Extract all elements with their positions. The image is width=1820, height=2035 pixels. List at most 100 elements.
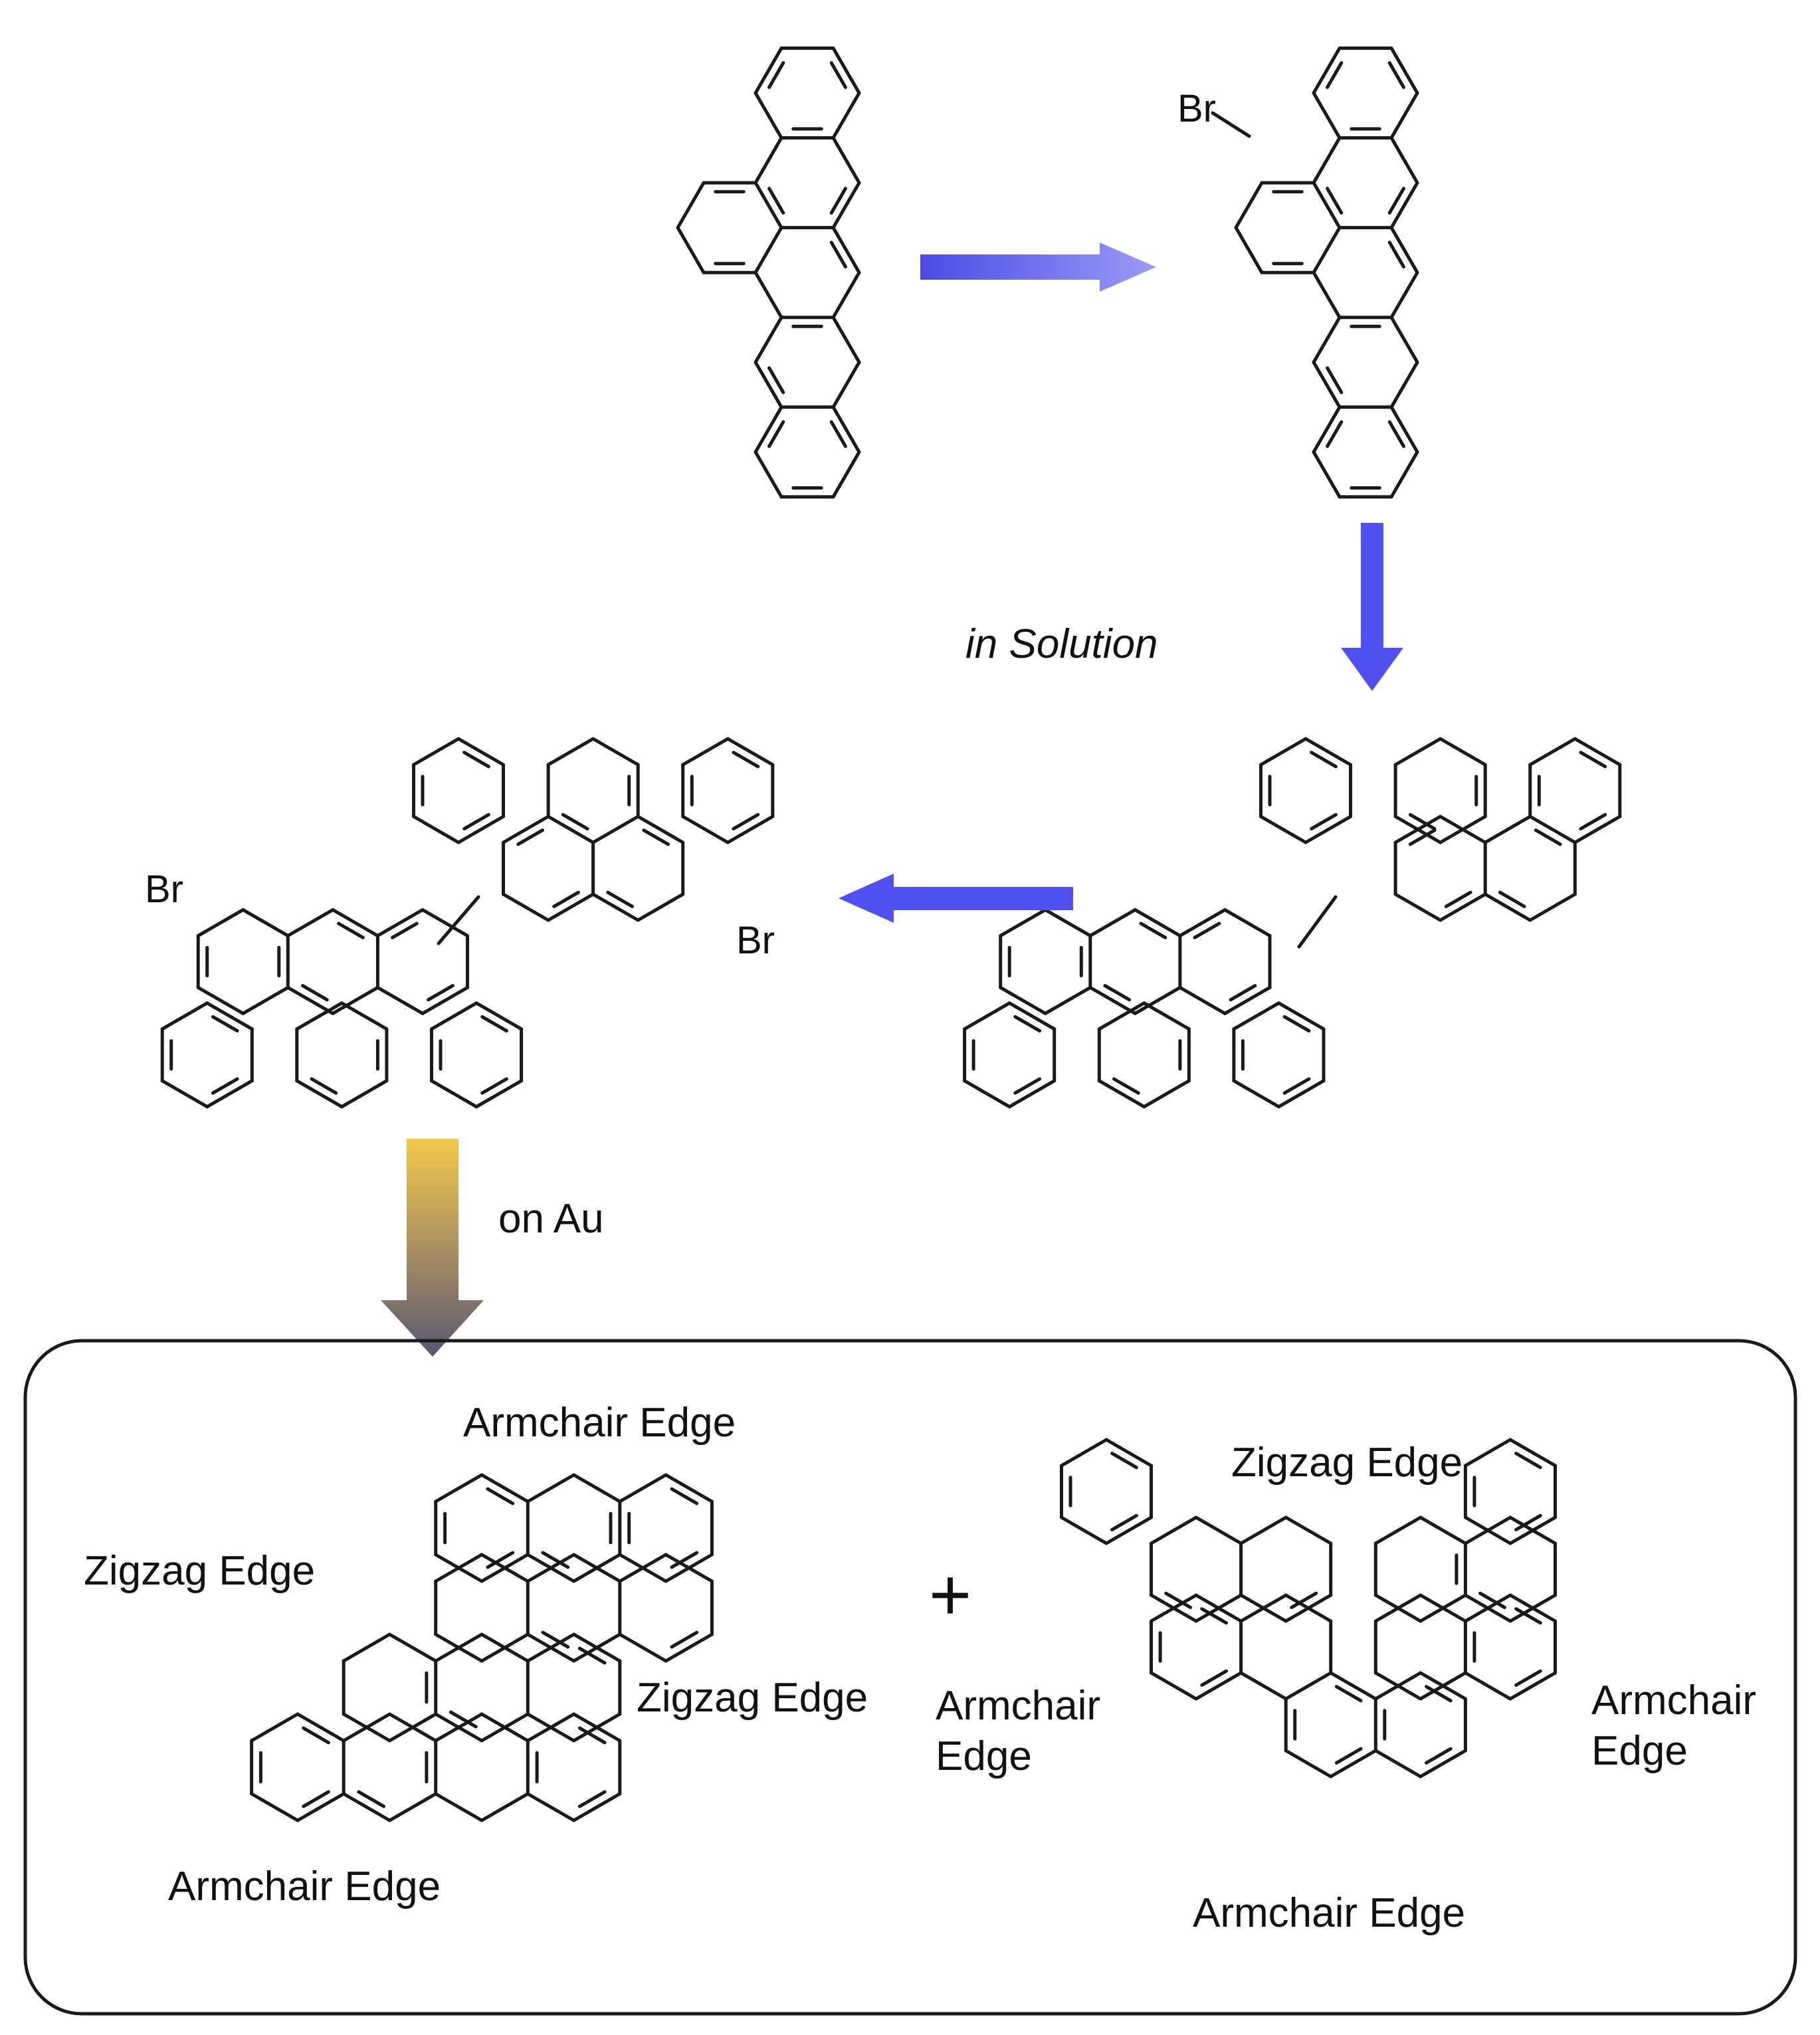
bond-line [1200,1669,1228,1687]
bond-line [1326,366,1344,395]
bond-line [1234,181,1264,230]
bond-line [357,1790,386,1808]
bond-line [670,1630,699,1649]
bond-line [664,1553,714,1583]
bond-line [1103,984,1132,1002]
bond-line [302,1790,330,1808]
bond-line [754,316,783,364]
bond-line [552,890,580,908]
bond-line [1534,828,1562,846]
bond-line [241,908,290,937]
bond-line [1389,316,1419,364]
bond-line [1110,1513,1138,1531]
bond-line [1387,187,1405,215]
bond-line [296,1792,346,1822]
right-product-right-edge-label: Edge [1591,1728,1688,1774]
bond-line [1573,815,1622,844]
bond-line [449,1710,478,1729]
bond-line [480,1632,530,1663]
bond-line [160,1079,209,1109]
bond-line [526,1553,576,1583]
bond-line [1312,136,1342,185]
bond-line [1304,737,1352,767]
bond-line [474,1079,524,1109]
bond-line [636,815,685,844]
bond-line [526,1473,576,1503]
bromine-label: Br [145,868,183,911]
bond-line [391,921,419,939]
bond-line [1373,1593,1423,1623]
bond-line [831,270,861,320]
product-left-nanographene [250,1473,714,1822]
bond-line [767,61,785,89]
bond-line [1150,1515,1198,1545]
bond-line [205,1079,254,1109]
bond-line [1007,1001,1057,1031]
bond-line [196,908,245,937]
bromination-arrow-2 [839,874,1073,923]
bond-line [480,1015,508,1033]
bond-line [462,813,490,830]
bond-line [1439,737,1487,767]
bond-line [577,1726,607,1745]
bond-line [732,813,760,830]
bond-line [1194,1671,1243,1701]
bond-line [1312,181,1342,230]
bond-line [1389,450,1419,499]
bond-line [1528,815,1577,844]
bond-line [963,1079,1011,1109]
bond-line [1419,1515,1467,1545]
bond-line [456,815,505,844]
bond-line [1164,1591,1192,1609]
bond-line [577,1790,607,1808]
bond-line [754,91,783,140]
bond-line [387,1792,438,1822]
bond-line [831,226,861,274]
bond-line [1088,908,1137,937]
bond-line [1463,1593,1512,1623]
bond-line [342,1792,391,1822]
bond-line [412,737,460,767]
bond-line [1277,1001,1326,1031]
bond-line [434,1553,484,1583]
bond-line [1389,47,1419,95]
bond-line [480,1553,530,1583]
bond-line [1389,181,1419,230]
bond-line [1387,61,1405,89]
bond-line [474,1001,524,1031]
bond-line [295,1079,344,1109]
bond-line [1312,405,1342,454]
bi-dibenzopyrene-dimer-molecule [963,737,1622,1109]
bond-line [1463,1438,1512,1468]
bond-line [1239,1515,1288,1545]
bond-line [421,985,469,1015]
bond-line [1088,985,1137,1015]
bond-line [681,737,730,767]
bond-line [516,828,544,846]
bond-line [1393,892,1443,922]
bond-line [1312,91,1342,140]
bond-line [1239,1593,1288,1623]
bond-line [1326,187,1344,215]
bond-line [1142,1079,1191,1109]
right-product-bottom-edge-label: Armchair Edge [1193,1890,1465,1936]
bond-line [1483,892,1532,922]
bond-line [1508,1671,1557,1701]
bond-line [591,737,640,767]
bond-line [486,1487,515,1505]
bond-line [1284,1749,1333,1779]
bond-line [831,181,861,230]
in-solution-label: in Solution [965,621,1158,667]
bond-line [1139,921,1167,939]
bromine-label: Br [736,919,775,962]
bond-line [342,1712,391,1743]
bond-line [437,895,480,945]
bond-line [541,1551,570,1569]
bond-line [670,1551,699,1569]
bond-line [456,737,505,767]
bond-line [1334,1685,1363,1703]
bond-line [754,360,783,409]
bond-line [1579,813,1607,830]
bond-line [1326,61,1344,89]
bond-line [1112,1077,1140,1095]
